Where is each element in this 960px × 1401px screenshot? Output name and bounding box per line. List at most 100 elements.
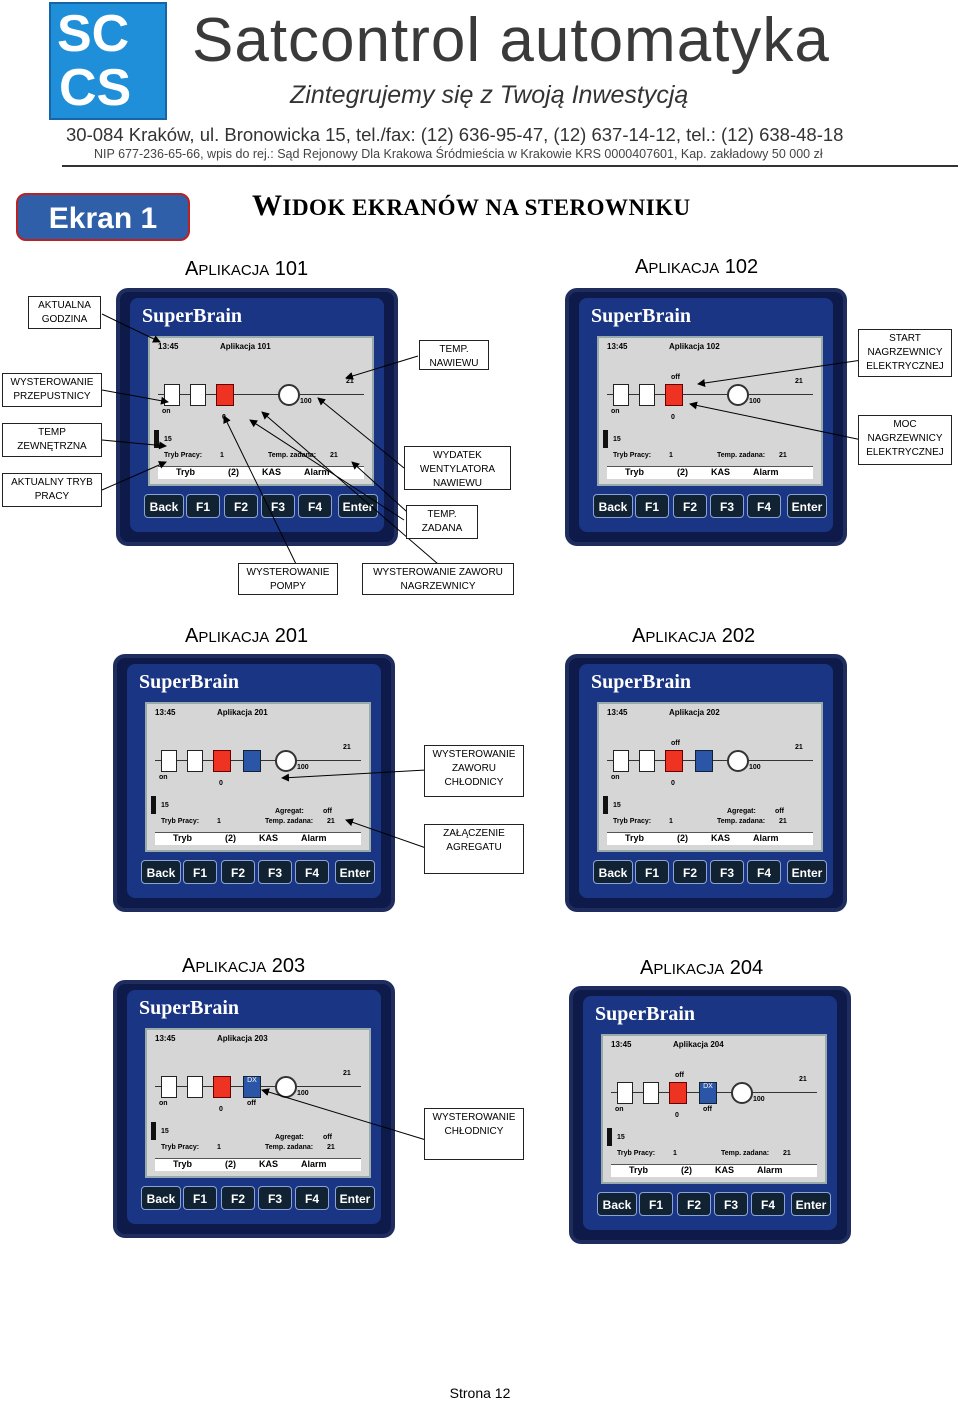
softkey-kas: KAS bbox=[259, 833, 279, 843]
cooler-icon bbox=[243, 750, 261, 772]
outside-temp-value: 15 bbox=[617, 1134, 625, 1141]
cooler-icon bbox=[695, 750, 713, 772]
key-f2-button[interactable]: F2 bbox=[677, 1192, 711, 1216]
key-enter-button[interactable]: Enter bbox=[335, 860, 375, 884]
callout-current-time: AKTUALNA GODZINA bbox=[28, 296, 101, 329]
device-face: SuperBrain 13:45 Aplikacja 101 on 100 0 … bbox=[130, 298, 384, 532]
key-back-button[interactable]: Back bbox=[593, 494, 633, 518]
key-enter-button[interactable]: Enter bbox=[335, 1186, 375, 1210]
unit-state: off bbox=[775, 808, 784, 815]
dx-cooler-icon: DX bbox=[243, 1076, 261, 1098]
key-back-button[interactable]: Back bbox=[141, 1186, 181, 1210]
softkey-alarm: Alarm bbox=[757, 1165, 783, 1175]
key-f1-button[interactable]: F1 bbox=[186, 494, 220, 518]
page-heading: WIDOK EKRANÓW NA STEROWNIKU bbox=[252, 188, 691, 226]
mode-label: Tryb Pracy: bbox=[161, 1144, 200, 1151]
softkey-2: (2) bbox=[225, 833, 236, 843]
lcd-time: 13:45 bbox=[611, 1040, 632, 1049]
device-brand: SuperBrain bbox=[591, 305, 692, 327]
key-f4-button[interactable]: F4 bbox=[298, 494, 332, 518]
valve-value: 0 bbox=[675, 1112, 679, 1119]
key-f3-button[interactable]: F3 bbox=[258, 860, 292, 884]
company-address: 30-084 Kraków, ul. Bronowicka 15, tel./f… bbox=[66, 124, 844, 145]
outside-temp-value: 15 bbox=[161, 802, 169, 809]
key-back-button[interactable]: Back bbox=[144, 494, 184, 518]
key-f4-button[interactable]: F4 bbox=[295, 860, 329, 884]
key-enter-button[interactable]: Enter bbox=[338, 494, 378, 518]
app-label-initial: A bbox=[640, 957, 654, 979]
setpoint-value: 21 bbox=[779, 818, 787, 825]
lcd-app-title: Aplikacja 101 bbox=[220, 342, 271, 351]
unit-label: Agregat: bbox=[727, 808, 756, 815]
heater-state: off bbox=[671, 740, 680, 747]
softkey-kas: KAS bbox=[262, 467, 282, 477]
key-f2-button[interactable]: F2 bbox=[673, 494, 707, 518]
fan-output-value: 100 bbox=[753, 1096, 765, 1103]
lcd-softkey-bar: Tryb (2) KAS Alarm bbox=[611, 1164, 817, 1177]
key-f4-button[interactable]: F4 bbox=[747, 860, 781, 884]
fan-output-value: 100 bbox=[297, 764, 309, 771]
callout-heater-start: START NAGRZEWNICY ELEKTRYCZNEJ bbox=[858, 329, 952, 377]
key-f2-button[interactable]: F2 bbox=[221, 1186, 255, 1210]
app-label-smallcaps: PLIKACJA bbox=[653, 961, 725, 978]
supply-temp-value: 21 bbox=[795, 744, 803, 751]
controller-device: SuperBrain 13:45 Aplikacja 201 on 100 0 … bbox=[113, 654, 395, 912]
key-f1-button[interactable]: F1 bbox=[183, 860, 217, 884]
lcd-softkey-bar: Tryb (2) KAS Alarm bbox=[155, 1158, 361, 1171]
filter-icon bbox=[164, 384, 180, 406]
valve-value: 0 bbox=[219, 1106, 223, 1113]
key-enter-button[interactable]: Enter bbox=[791, 1192, 831, 1216]
device-brand: SuperBrain bbox=[139, 997, 240, 1019]
callout-supply-temp: TEMP. NAWIEWU bbox=[419, 340, 489, 370]
key-f4-button[interactable]: F4 bbox=[747, 494, 781, 518]
key-f4-button[interactable]: F4 bbox=[751, 1192, 785, 1216]
valve-value: 0 bbox=[222, 414, 226, 421]
key-f2-button[interactable]: F2 bbox=[224, 494, 258, 518]
page-number: Strona 12 bbox=[449, 1385, 511, 1401]
key-f3-button[interactable]: F3 bbox=[261, 494, 295, 518]
filter-icon bbox=[613, 750, 629, 772]
lcd-screen: 13:45 Aplikacja 203 on DX off 100 0 21 1… bbox=[145, 1028, 371, 1178]
fan-icon bbox=[727, 384, 749, 406]
key-back-button[interactable]: Back bbox=[597, 1192, 637, 1216]
key-f3-button[interactable]: F3 bbox=[710, 494, 744, 518]
key-f2-button[interactable]: F2 bbox=[673, 860, 707, 884]
duct-line bbox=[158, 394, 364, 395]
key-enter-button[interactable]: Enter bbox=[787, 494, 827, 518]
unit-state: off bbox=[323, 808, 332, 815]
key-f1-button[interactable]: F1 bbox=[635, 860, 669, 884]
key-f1-button[interactable]: F1 bbox=[635, 494, 669, 518]
key-f1-button[interactable]: F1 bbox=[639, 1192, 673, 1216]
mode-value: 1 bbox=[220, 452, 224, 459]
filter-icon bbox=[617, 1082, 633, 1104]
setpoint-label: Temp. zadana: bbox=[717, 818, 766, 825]
key-f2-button[interactable]: F2 bbox=[221, 860, 255, 884]
softkey-alarm: Alarm bbox=[301, 833, 327, 843]
mode-label: Tryb Pracy: bbox=[613, 818, 652, 825]
app-label-smallcaps: PLIKACJA bbox=[198, 262, 270, 279]
dx-label: DX bbox=[703, 1083, 713, 1090]
app-label-number: 202 bbox=[716, 625, 756, 647]
key-f3-button[interactable]: F3 bbox=[258, 1186, 292, 1210]
softkey-2: (2) bbox=[677, 467, 688, 477]
app-label-initial: A bbox=[185, 258, 199, 280]
softkey-2: (2) bbox=[225, 1159, 236, 1169]
softkey-alarm: Alarm bbox=[301, 1159, 327, 1169]
lcd-softkey-bar: Tryb (2) KAS Alarm bbox=[158, 466, 364, 479]
lcd-softkey-bar: Tryb (2) KAS Alarm bbox=[607, 466, 813, 479]
key-f3-button[interactable]: F3 bbox=[710, 860, 744, 884]
mode-label: Tryb Pracy: bbox=[161, 818, 200, 825]
key-f1-button[interactable]: F1 bbox=[183, 1186, 217, 1210]
key-back-button[interactable]: Back bbox=[593, 860, 633, 884]
logo-top-letters: SC bbox=[57, 5, 130, 63]
key-f4-button[interactable]: F4 bbox=[295, 1186, 329, 1210]
key-back-button[interactable]: Back bbox=[141, 860, 181, 884]
key-enter-button[interactable]: Enter bbox=[787, 860, 827, 884]
valve-value: 0 bbox=[671, 780, 675, 787]
fan-icon bbox=[731, 1082, 753, 1104]
key-f3-button[interactable]: F3 bbox=[714, 1192, 748, 1216]
app-label-202: APLIKACJA 202 bbox=[632, 624, 755, 650]
damper-state: on bbox=[159, 1100, 168, 1107]
